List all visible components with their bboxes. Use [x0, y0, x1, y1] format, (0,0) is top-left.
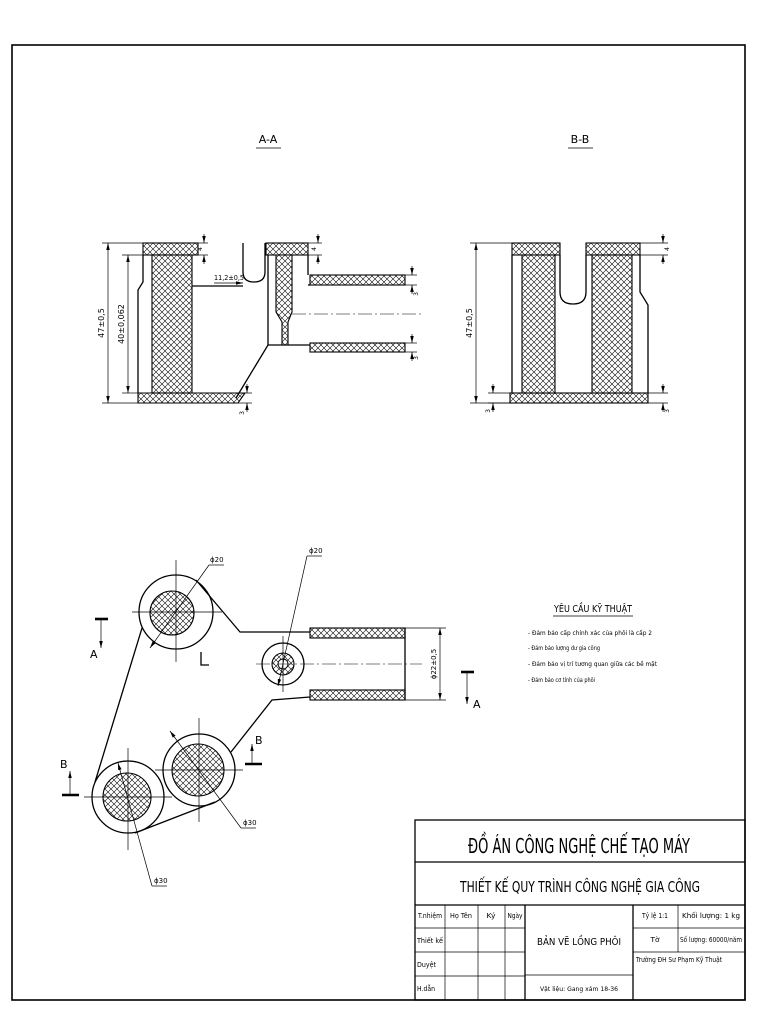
dimension-arm-diameter-value: ϕ22±0,5 [430, 649, 438, 680]
quantity: Số lượng: 60000/năm [680, 936, 742, 944]
requirements-title: YÊU CẦU KỸ THUẬT [553, 601, 633, 615]
dimension-inner-height: 40±0,062 [117, 254, 143, 394]
dimension-top-bb: 4 [640, 234, 671, 264]
section-marker-b-left: B [60, 758, 79, 797]
school-name: Trường ĐH Sư Phạm Kỹ Thuật [635, 956, 722, 964]
part-outline-bb [511, 255, 649, 393]
section-marker-a-left-label: A [90, 648, 98, 661]
dimension-arm-bottom-value: 3 [413, 356, 420, 360]
dimension-arm-diameter: ϕ22±0,5 [405, 627, 446, 701]
section-bb-view: B-B 47±0,5 4 3 [465, 133, 671, 413]
sheet-border [11, 44, 746, 1001]
dimension-bottom-value: 3 [239, 411, 246, 415]
title-block-frame [414, 819, 746, 1001]
section-aa-view: A-A 47±0,5 40±0,062 [97, 133, 422, 415]
allowance-top-left-bb [511, 242, 561, 256]
leader-boss-large: ϕ20 [149, 556, 224, 649]
project-title: ĐỒ ÁN CÔNG NGHỆ CHẾ TẠO MÁY [468, 832, 691, 858]
dimension-top-bb-value: 4 [664, 247, 671, 251]
boss-lower [84, 748, 172, 850]
dimension-top-right-value: 4 [311, 247, 318, 251]
dimension-slot: 11,2±0,5 [214, 274, 244, 285]
drawing-name: BẢN VẼ LỒNG PHÔI [537, 934, 621, 948]
bore-left [151, 254, 193, 394]
section-marker-a-left: A [90, 617, 108, 661]
header-role: T.nhiệm [417, 912, 442, 920]
dimension-top-right: 4 [308, 234, 322, 264]
dimension-bottom-right-bb: 3 [648, 384, 671, 413]
mass: Khối lượng: 1 kg [682, 912, 740, 920]
sheet: Tờ [649, 936, 660, 944]
requirement-item: - Đảm bảo cơ tính của phôi [528, 676, 595, 684]
leader-boss-middle: ϕ30 [169, 730, 257, 829]
header-date: Ngày [508, 912, 523, 920]
dimension-overall-height: 47±0,5 [97, 242, 143, 404]
requirement-item: - Đảm bảo cấp chính xác của phôi là cấp … [528, 629, 652, 637]
dimension-bottom: 3 [238, 384, 252, 415]
bore-right [275, 254, 293, 346]
leader-boss-middle-value: ϕ30 [243, 819, 257, 827]
boss-large-upper [132, 560, 222, 662]
role-approver: Duyệt [417, 961, 436, 969]
dimension-bottom-left-bb: 3 [485, 384, 510, 413]
dimension-slot-value: 11,2±0,5 [214, 274, 244, 282]
allowance-arm-bottom [309, 342, 406, 353]
plan-view: ϕ22±0,5 ϕ20 ϕ20 ϕ30 ϕ30 A [60, 547, 481, 887]
allowance-bottom [137, 392, 247, 404]
arm [256, 627, 422, 701]
allowance-bottom-bb [509, 392, 649, 404]
leader-boss-lower-value: ϕ30 [154, 877, 168, 885]
header-signature: Ký [487, 912, 496, 920]
dimension-overall-height-bb: 47±0,5 [465, 242, 512, 404]
dimension-arm-top: 3 [405, 266, 420, 296]
leader-boss-lower: ϕ30 [117, 762, 168, 887]
dimension-top-left: 4 [197, 234, 208, 264]
section-marker-a-right: A [461, 670, 481, 711]
allowance-arm-top [309, 274, 406, 286]
dimension-overall-height-value: 47±0,5 [97, 308, 106, 338]
scale: Tỷ lệ 1:1 [641, 911, 668, 920]
dimension-inner-height-value: 40±0,062 [117, 304, 126, 344]
allowance-top-right-bb [585, 242, 641, 256]
dimension-top-left-value: 4 [197, 247, 204, 251]
section-marker-a-right-label: A [473, 698, 481, 711]
bore-right-bb [591, 254, 633, 394]
project-subject: THIẾT KẾ QUY TRÌNH CÔNG NGHỆ GIA CÔNG [459, 875, 700, 896]
dimension-bottom-left-bb-value: 3 [485, 409, 492, 413]
dimension-overall-height-bb-value: 47±0,5 [465, 308, 474, 338]
section-marker-b-right: B [245, 734, 263, 766]
bore-left-bb [521, 254, 556, 394]
allowance-top-right [265, 242, 309, 256]
dimension-bottom-right-bb-value: 3 [664, 409, 671, 413]
requirement-item: - Đảm bảo lượng dư gia công [528, 644, 600, 652]
leader-boss-small-value: ϕ20 [309, 547, 323, 555]
header-name: Họ Tên [450, 912, 472, 920]
dimension-arm-top-value: 3 [413, 292, 420, 296]
requirement-item: - Đảm bảo vị trí tương quan giữa các bề … [528, 660, 657, 668]
leader-boss-large-value: ϕ20 [210, 556, 224, 564]
section-bb-label: B-B [571, 133, 590, 146]
material: Vật liệu: Gang xám 18-36 [540, 985, 618, 993]
boss-middle [155, 718, 243, 822]
leader-boss-small: ϕ20 [277, 547, 323, 687]
section-marker-b-right-label: B [255, 734, 263, 747]
technical-requirements: YÊU CẦU KỸ THUẬT - Đảm bảo cấp chính xác… [528, 601, 657, 684]
section-marker-b-left-label: B [60, 758, 68, 771]
allowance-top-left [142, 242, 199, 256]
section-aa-label: A-A [259, 133, 278, 146]
role-designer: Thiết kế [416, 937, 444, 945]
part-outline-aa [137, 243, 310, 399]
dimension-arm-bottom: 3 [405, 334, 420, 361]
title-block: ĐỒ ÁN CÔNG NGHỆ CHẾ TẠO MÁY THIẾT KẾ QUY… [414, 819, 746, 1001]
role-supervisor: H.dẫn [417, 984, 435, 993]
